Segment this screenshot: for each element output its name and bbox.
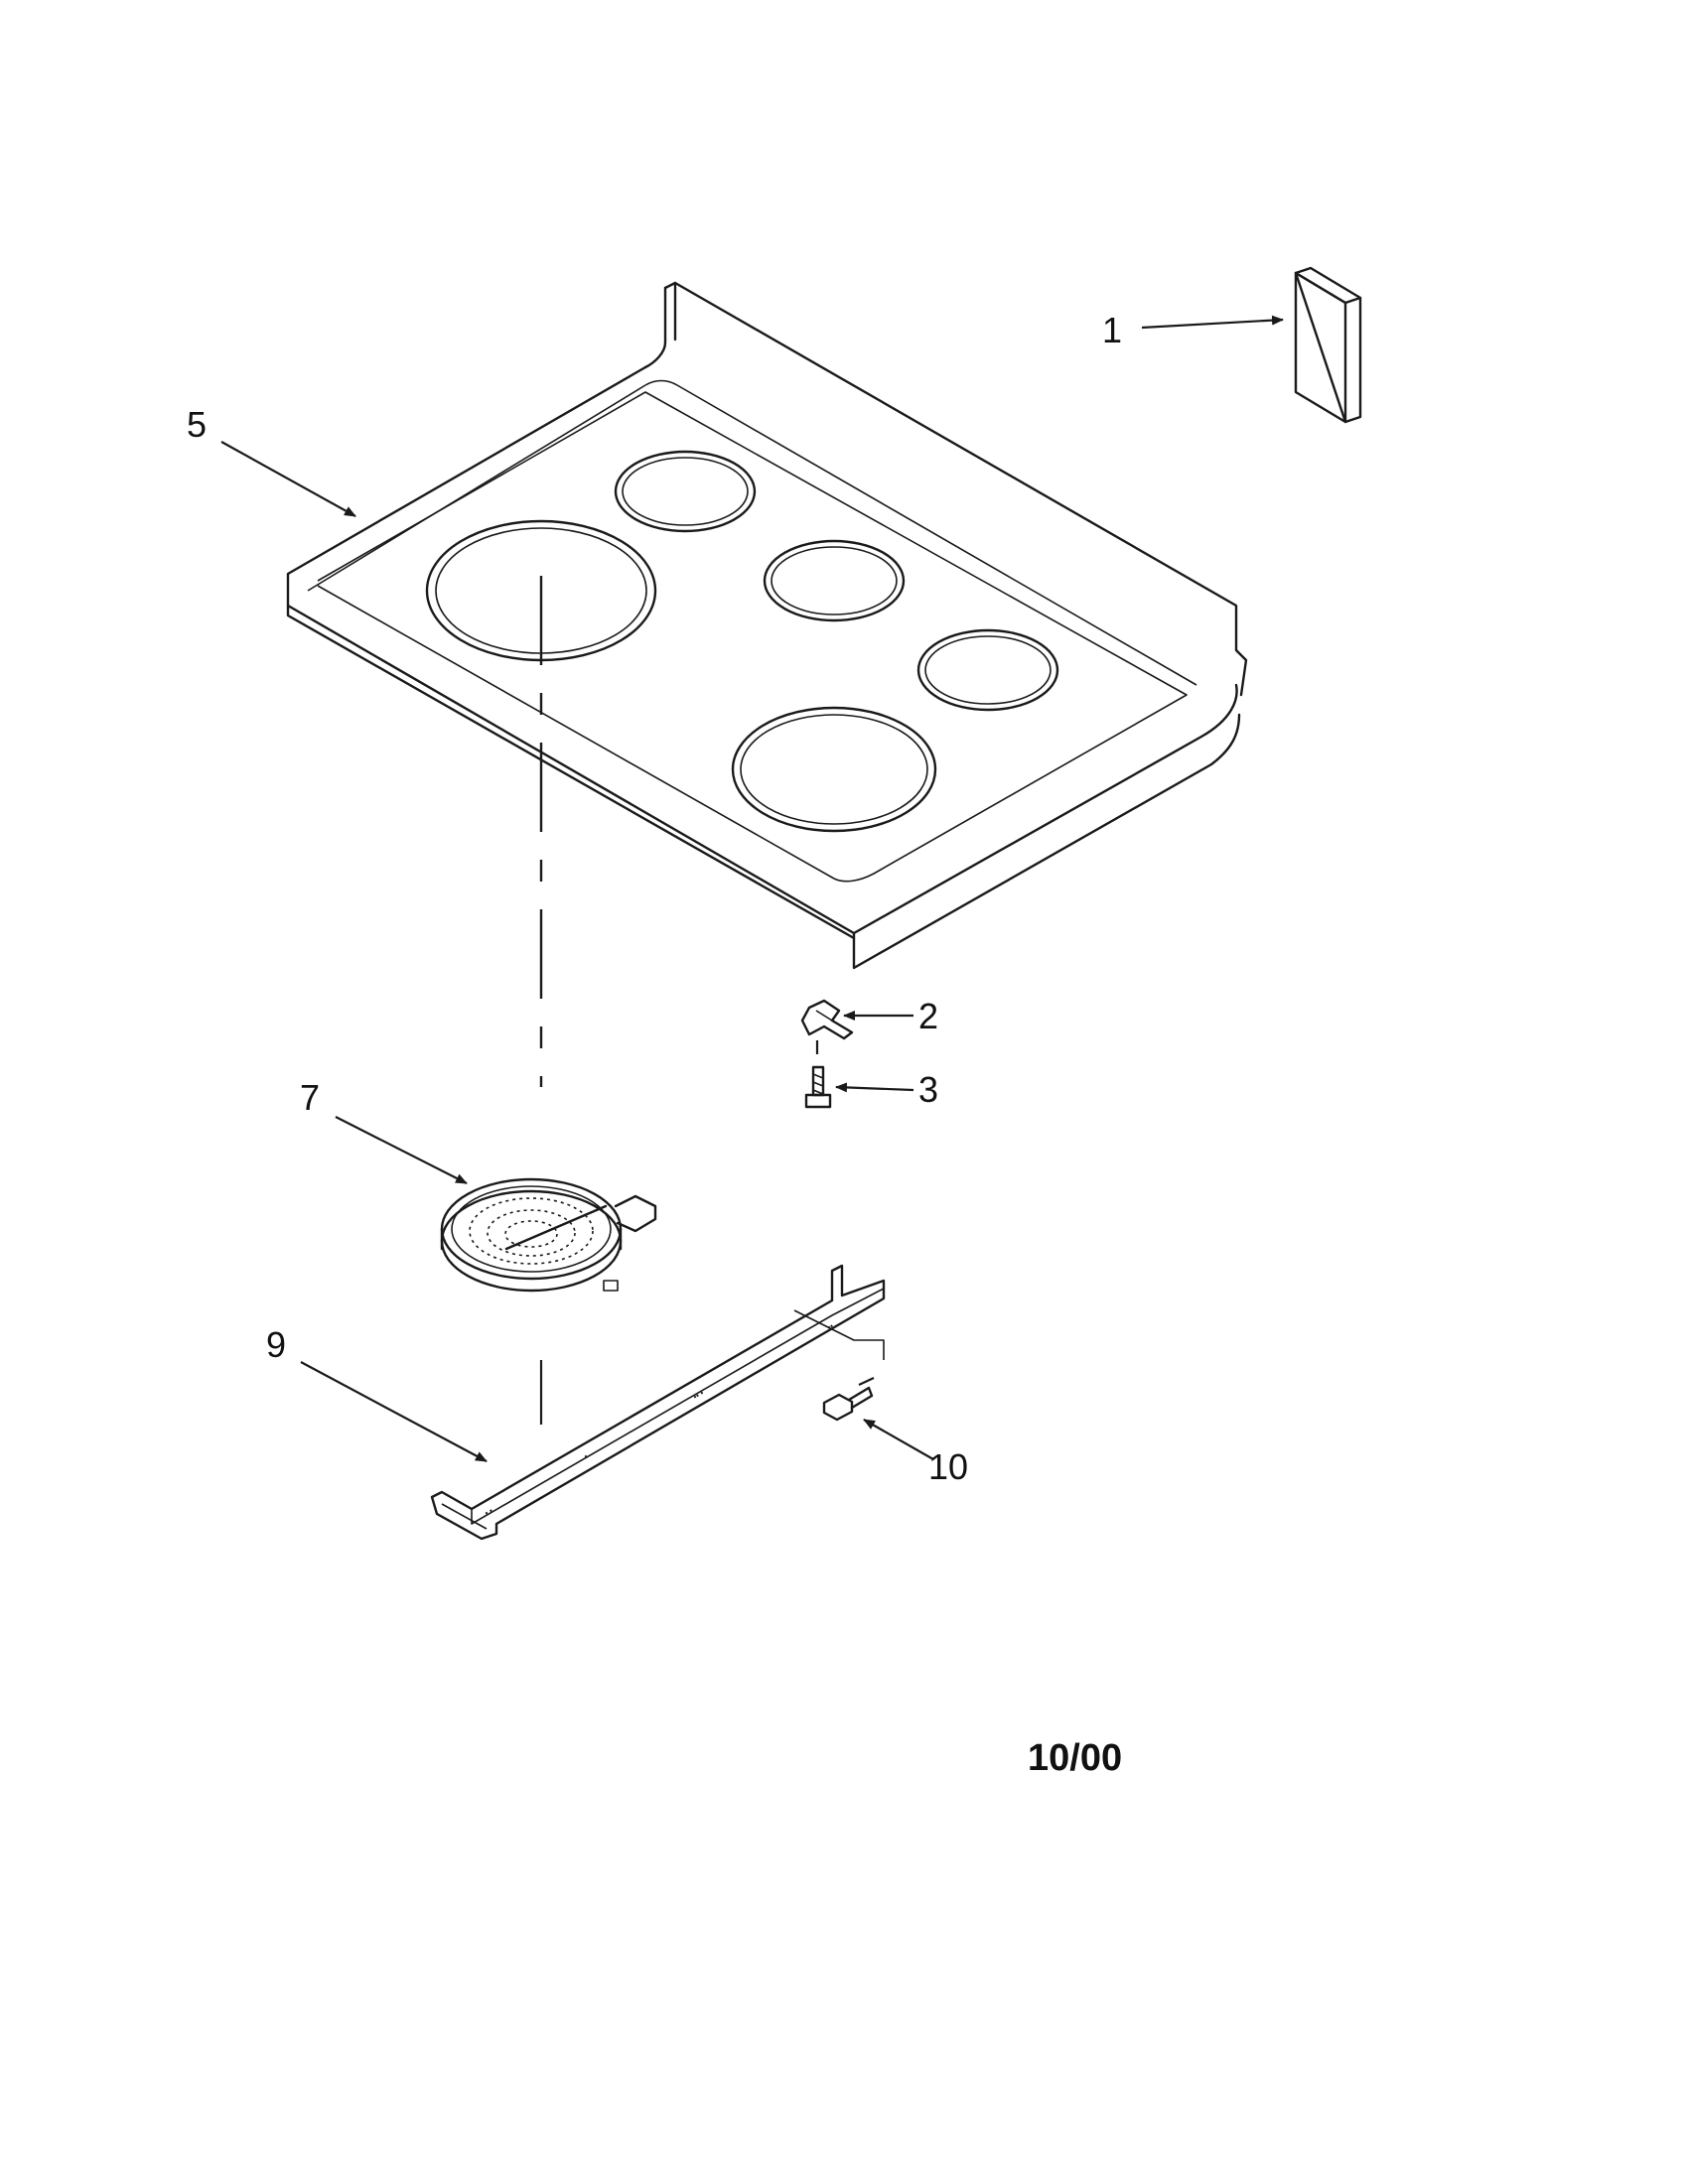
part-9-bracket: ▪ ▪ ▪ ▪▪ ▪ ▪▪: [430, 1264, 886, 1541]
callout-2: 2: [918, 996, 938, 1036]
leader-lines: [220, 315, 1284, 1462]
callout-1: 1: [1102, 310, 1122, 350]
part-2-clip: [800, 999, 854, 1054]
callout-7: 7: [300, 1077, 320, 1118]
part-5-cooktop: [286, 281, 1248, 970]
callout-5: 5: [187, 404, 207, 445]
callout-3: 3: [918, 1069, 938, 1110]
callout-9: 9: [266, 1324, 286, 1365]
svg-text:▪▪: ▪▪: [826, 1321, 836, 1332]
part-3-screw: [804, 1065, 832, 1109]
date-code: 10/00: [1028, 1737, 1122, 1779]
callout-10: 10: [928, 1446, 968, 1487]
part-7-element: [440, 1177, 657, 1293]
part-10-screw: [822, 1377, 875, 1422]
svg-text:▪: ▪: [583, 1451, 590, 1460]
svg-text:▪ ▪: ▪ ▪: [484, 1506, 494, 1518]
part-1-block: [1294, 266, 1362, 424]
